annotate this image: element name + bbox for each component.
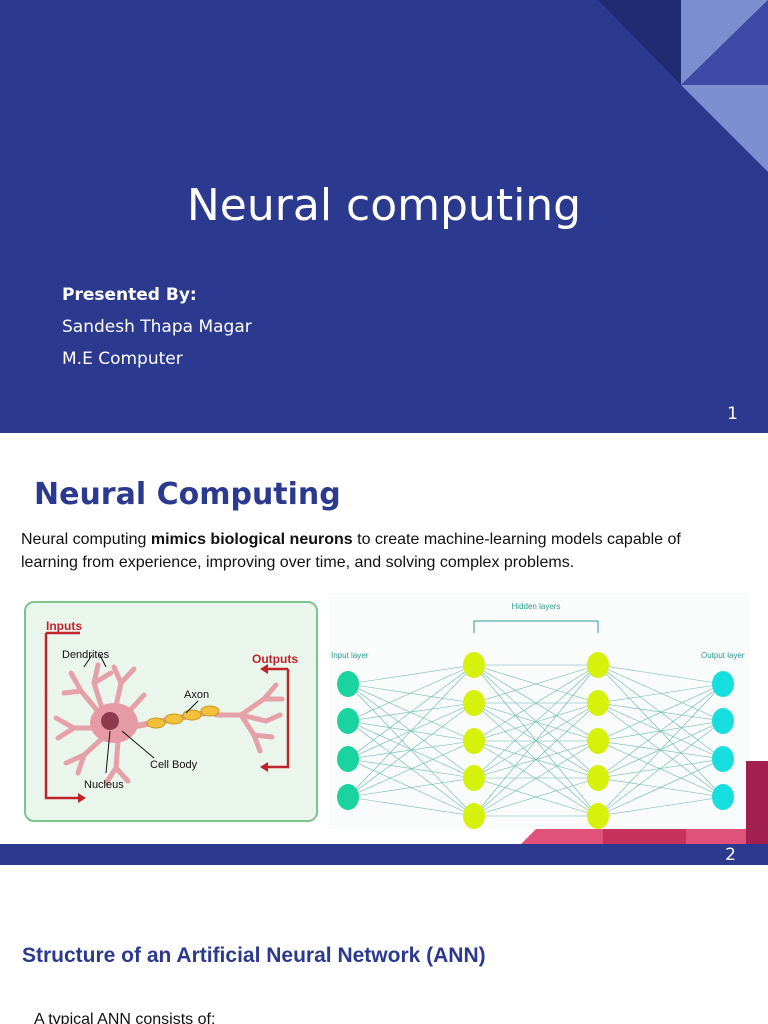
network-connection xyxy=(597,702,724,722)
network-node xyxy=(587,690,609,716)
network-node xyxy=(587,652,609,678)
neuron-illustration: Inputs Dendrites Outputs Axon Cell Body … xyxy=(44,619,298,803)
network-connection xyxy=(473,664,599,817)
input-layer-label: Input layer xyxy=(331,651,369,660)
network-connection xyxy=(473,702,599,817)
network-node xyxy=(712,708,734,734)
desc-bold: mimics biological neurons xyxy=(150,531,353,548)
network-node xyxy=(337,784,359,810)
network-node xyxy=(337,746,359,772)
network-node xyxy=(587,728,609,754)
network-connection xyxy=(473,777,599,817)
network-connection xyxy=(597,720,724,779)
network-connection xyxy=(473,740,599,817)
neuron-diagram: Inputs Dendrites Outputs Axon Cell Body … xyxy=(24,601,318,822)
presenter-label: Presented By: xyxy=(62,285,197,305)
network-node xyxy=(463,803,485,829)
network-connection xyxy=(473,702,599,742)
network-node xyxy=(463,652,485,678)
network-node xyxy=(463,728,485,754)
network-node xyxy=(712,746,734,772)
page-number: 2 xyxy=(725,845,736,865)
slide-title: Neural Computing xyxy=(34,477,341,512)
network-connection xyxy=(597,683,724,742)
network-connection xyxy=(597,796,724,817)
network-node xyxy=(587,803,609,829)
content-slide: Neural Computing Neural computing mimics… xyxy=(0,433,768,865)
network-connection xyxy=(597,664,724,685)
network-node xyxy=(712,784,734,810)
network-connection xyxy=(347,664,475,760)
neural-network-diagram: Hidden layers Input layer Output layer xyxy=(329,593,749,829)
network-connection xyxy=(347,683,475,704)
network-connection xyxy=(347,758,475,779)
section-body: A typical ANN consists of: xyxy=(34,1011,216,1024)
nucleus-label: Nucleus xyxy=(84,779,124,791)
network-node xyxy=(587,765,609,791)
inputs-label: Inputs xyxy=(46,619,82,633)
network-connection xyxy=(347,796,475,817)
network-connection xyxy=(597,664,724,722)
network-connection xyxy=(597,683,724,817)
network-node xyxy=(337,671,359,697)
network-connection xyxy=(473,664,599,704)
network-connection xyxy=(597,683,724,779)
network-connection xyxy=(347,777,475,798)
slide-title: Neural computing xyxy=(186,180,582,231)
network-connection xyxy=(597,758,724,817)
network-connection xyxy=(347,664,475,685)
network-node xyxy=(712,671,734,697)
desc-suffix: to create machine-learning models capabl… xyxy=(21,531,681,571)
presenter-name: Sandesh Thapa Magar xyxy=(62,317,252,337)
network-node xyxy=(337,708,359,734)
network-connection xyxy=(347,702,475,798)
network-connection xyxy=(597,740,724,798)
outputs-label: Outputs xyxy=(252,652,298,666)
footer-bar xyxy=(0,844,768,865)
cell-body-label: Cell Body xyxy=(150,759,198,771)
hidden-layers-label: Hidden layers xyxy=(512,602,561,611)
ann-structure-slide: Structure of an Artificial Neural Networ… xyxy=(0,865,768,1024)
presenter-department: M.E Computer xyxy=(62,349,183,369)
desc-prefix: Neural computing xyxy=(21,531,151,548)
network-connection xyxy=(473,664,599,779)
network-connection xyxy=(347,683,475,742)
network-connection xyxy=(597,683,724,704)
network-node xyxy=(463,690,485,716)
page-number: 1 xyxy=(727,404,738,424)
section-heading: Structure of an Artificial Neural Networ… xyxy=(22,944,486,967)
dendrites-label: Dendrites xyxy=(62,649,110,661)
network-connection xyxy=(347,664,475,722)
accent-decoration xyxy=(521,761,768,844)
corner-decoration xyxy=(598,0,768,172)
network-connection xyxy=(597,720,724,817)
axon-label: Axon xyxy=(184,689,209,701)
slide-description: Neural computing mimics biological neuro… xyxy=(21,528,741,574)
neural-network-illustration: Hidden layers Input layer Output layer xyxy=(331,602,745,829)
output-layer-label: Output layer xyxy=(701,651,745,660)
network-node xyxy=(463,765,485,791)
network-connection xyxy=(473,664,599,742)
network-connection xyxy=(347,664,475,798)
network-connection xyxy=(347,740,475,798)
network-connection xyxy=(347,720,475,779)
title-slide: Neural computing Presented By: Sandesh T… xyxy=(0,0,768,433)
